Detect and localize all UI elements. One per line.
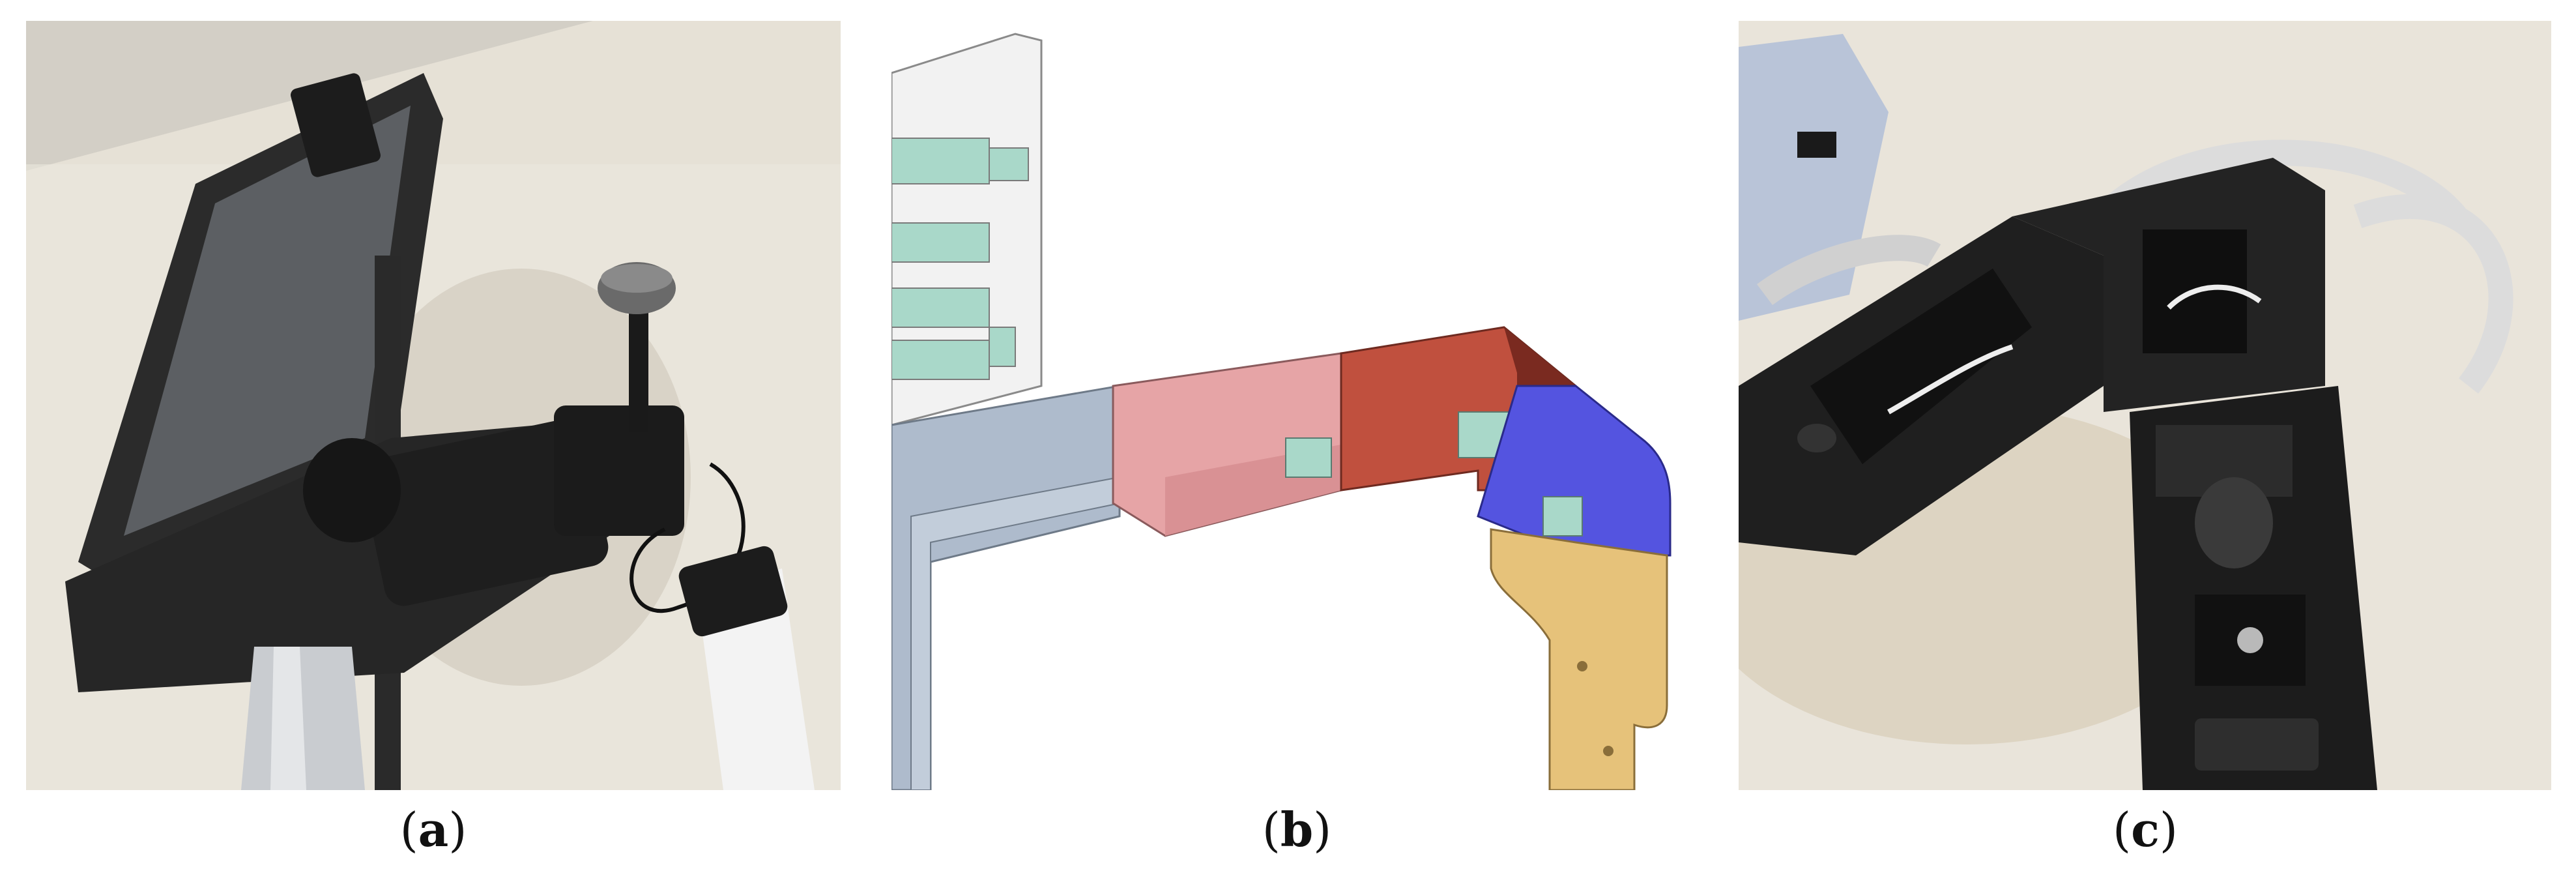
printed-hinge-photo	[1739, 21, 2551, 790]
panel-b-cad-render	[891, 21, 1672, 790]
caption-c-letter: c	[2131, 802, 2160, 857]
caption-b-letter: b	[1280, 802, 1314, 857]
caption-a: (a)	[399, 802, 467, 857]
caption-c: (c)	[2112, 802, 2178, 857]
caption-b: (b)	[1262, 802, 1332, 857]
panel-a-photo	[26, 21, 841, 790]
caption-a-letter: a	[418, 802, 449, 857]
tablet-mount-photo	[26, 21, 841, 790]
cad-bracket-render	[891, 21, 1672, 790]
panel-c-photo	[1739, 21, 2551, 790]
